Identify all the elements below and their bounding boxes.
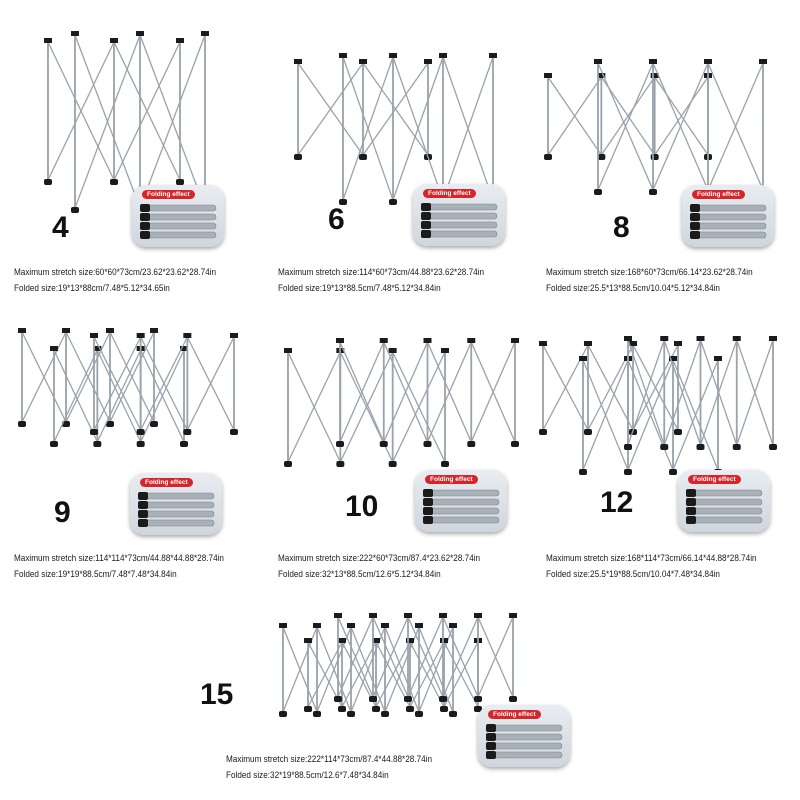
folding-effect-badge: Folding effect [488,710,541,719]
leg-count-label: 4 [52,211,69,244]
spec-text: Maximum stretch size:114*60*73cm/44.88*2… [278,265,484,297]
folded-size: Folded size:25.5*13*88.5cm/10.04*5.12*34… [546,283,720,294]
folded-size: Folded size:19*13*88.5cm/7.48*5.12*34.84… [278,283,441,294]
folding-effect-badge: Folding effect [140,478,193,487]
folded-size: Folded size:25.5*19*88.5cm/10.04*7.48*34… [546,569,720,580]
spec-text: Maximum stretch size:222*114*73cm/87.4*4… [226,752,432,784]
spec-text: Maximum stretch size:222*60*73cm/87.4*23… [278,551,480,583]
stage-frame-image [14,322,244,462]
folded-size: Folded size:32*19*88.5cm/12.6*7.48*34.84… [226,770,389,781]
folding-effect-badge: Folding effect [142,190,195,199]
leg-count-label: 12 [600,486,634,519]
stage-frame-image [538,330,778,480]
leg-count-label: 15 [200,678,234,711]
folding-effect-inset: Folding effect [678,470,770,532]
stage-frame-image [278,612,518,717]
folding-effect-inset: Folding effect [132,185,224,247]
max-stretch-size: Maximum stretch size:60*60*73cm/23.62*23… [14,267,217,278]
folding-effect-inset: Folding effect [415,470,507,532]
folding-effect-inset: Folding effect [478,705,570,767]
folding-effect-inset: Folding effect [682,185,774,247]
spec-text: Maximum stretch size:168*60*73cm/66.14*2… [546,265,753,297]
max-stretch-size: Maximum stretch size:114*114*73cm/44.88*… [14,553,224,564]
stage-frame-image [538,55,768,195]
max-stretch-size: Maximum stretch size:168*114*73cm/66.14*… [546,553,757,564]
spec-text: Maximum stretch size:114*114*73cm/44.88*… [14,551,224,583]
spec-text: Maximum stretch size:168*114*73cm/66.14*… [546,551,757,583]
folded-size: Folded size:19*19*88.5cm/7.48*7.48*34.84… [14,569,177,580]
max-stretch-size: Maximum stretch size:114*60*73cm/44.88*2… [278,267,485,278]
max-stretch-size: Maximum stretch size:222*114*73cm/87.4*4… [226,754,433,765]
folding-effect-inset: Folding effect [130,473,222,535]
folding-effect-badge: Folding effect [688,475,741,484]
folding-effect-inset: Folding effect [413,184,505,246]
leg-count-label: 10 [345,490,379,523]
stage-frame-image [280,332,520,472]
leg-count-label: 9 [54,496,71,529]
leg-count-label: 6 [328,203,345,236]
folded-size: Folded size:19*13*88cm/7.48*5.12*34.65in [14,283,170,294]
folding-effect-badge: Folding effect [423,189,476,198]
folding-effect-badge: Folding effect [425,475,478,484]
spec-text: Maximum stretch size:60*60*73cm/23.62*23… [14,265,216,297]
max-stretch-size: Maximum stretch size:168*60*73cm/66.14*2… [546,267,753,278]
leg-count-label: 8 [613,211,630,244]
folding-effect-badge: Folding effect [692,190,745,199]
max-stretch-size: Maximum stretch size:222*60*73cm/87.4*23… [278,553,481,564]
stage-frame-image [288,45,503,205]
folded-size: Folded size:32*13*88.5cm/12.6*5.12*34.84… [278,569,441,580]
